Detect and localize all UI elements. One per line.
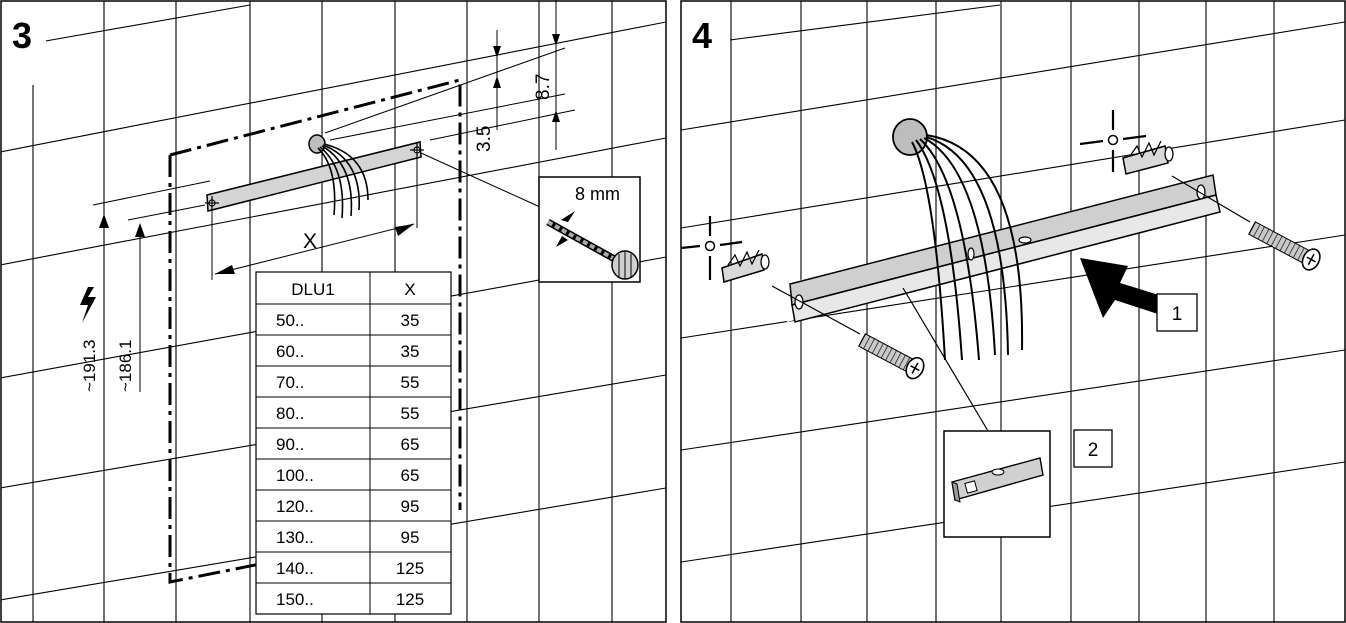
drill-crosshairs	[680, 110, 1147, 280]
table-row: 50.. 35	[276, 311, 419, 330]
x-dimension-label: X	[303, 230, 317, 253]
dimension-186-1: ~186.1	[116, 340, 135, 392]
table-row: 90.. 65	[276, 435, 419, 454]
screw-path-right	[1171, 175, 1251, 223]
lightning-icon	[80, 287, 96, 323]
drill-detail-box: 8 mm	[538, 176, 641, 283]
callout-1-label: 1	[1172, 304, 1183, 325]
table-cell-dlu1: 120..	[276, 497, 314, 516]
screw-right	[1248, 221, 1321, 271]
table-cell-x: 35	[401, 342, 420, 361]
table-row: 60.. 35	[276, 342, 419, 361]
x-dimension	[211, 157, 418, 280]
table-cell-x: 55	[401, 404, 420, 423]
dimension-arrows-top	[493, 34, 560, 122]
table-cell-dlu1: 50..	[276, 311, 304, 330]
screw-path-left	[771, 285, 861, 335]
table-cell-dlu1: 90..	[276, 435, 304, 454]
table-header-x: X	[404, 280, 415, 299]
dlu1-table: DLU1 X 50..3560..3570..5580..5590..65100…	[255, 271, 452, 615]
table-row: 130.. 95	[276, 528, 419, 547]
table-row: 100.. 65	[276, 466, 419, 485]
table-cell-dlu1: 150..	[276, 590, 314, 609]
table-cell-dlu1: 100..	[276, 466, 314, 485]
height-dimension-lines	[92, 180, 211, 392]
push-arrow-icon	[1080, 258, 1175, 318]
unit-outline	[168, 78, 462, 584]
cable-outlet-3	[308, 134, 369, 219]
step-3-bg	[6, 6, 46, 56]
height-arrows	[99, 214, 145, 237]
step-4-bg	[686, 6, 726, 56]
drill-size-label: 8 mm	[575, 184, 620, 204]
panel-step-4: 1 2 4	[680, 0, 1346, 623]
cable-outlet-4	[892, 118, 1024, 361]
rail-strip	[206, 141, 422, 212]
table-row: 70.. 55	[276, 373, 419, 392]
table-cell-dlu1: 60..	[276, 342, 304, 361]
dimension-8-7: 8.7	[533, 74, 554, 100]
wall-plug-left	[721, 249, 770, 283]
table-cell-dlu1: 130..	[276, 528, 314, 547]
dimension-191-3: ~191.3	[80, 340, 99, 392]
table-cell-x: 95	[401, 497, 420, 516]
callout-1-box	[1156, 293, 1198, 332]
table-cell-dlu1: 70..	[276, 373, 304, 392]
callout-1-leader	[1139, 304, 1158, 309]
table-row: 80.. 55	[276, 404, 419, 423]
x-dimension-arrows	[215, 224, 414, 274]
mounting-rail	[789, 174, 1221, 323]
table-header-dlu1: DLU1	[291, 280, 334, 299]
table-cell-x: 125	[396, 590, 424, 609]
table-cell-x: 95	[401, 528, 420, 547]
step-number-3: 3	[12, 15, 32, 56]
panel-step-3: 3.5 8.7 X ~191.3 ~186.1	[0, 0, 667, 623]
level-detail-box	[943, 430, 1051, 538]
table-cell-x: 55	[401, 373, 420, 392]
screw-left	[858, 333, 925, 380]
table-cell-x: 65	[401, 466, 420, 485]
callout-2-box	[1073, 429, 1113, 468]
table-cell-x: 125	[396, 559, 424, 578]
drill-marks	[205, 143, 424, 210]
step-number-4: 4	[692, 15, 712, 56]
table-row: 140.. 125	[276, 559, 424, 578]
table-cell-x: 65	[401, 435, 420, 454]
table-cell-x: 35	[401, 311, 420, 330]
callout-2-label: 2	[1088, 440, 1099, 461]
table-cell-dlu1: 80..	[276, 404, 304, 423]
table-row: 120.. 95	[276, 497, 419, 516]
detail-leader-3	[420, 152, 541, 208]
dimension-3-5: 3.5	[474, 126, 495, 152]
table-cell-dlu1: 140..	[276, 559, 314, 578]
wall-plug-right	[1122, 140, 1174, 175]
level-leader	[902, 287, 989, 432]
table-row: 150.. 125	[276, 590, 424, 609]
top-dimension-lines	[324, 0, 576, 150]
